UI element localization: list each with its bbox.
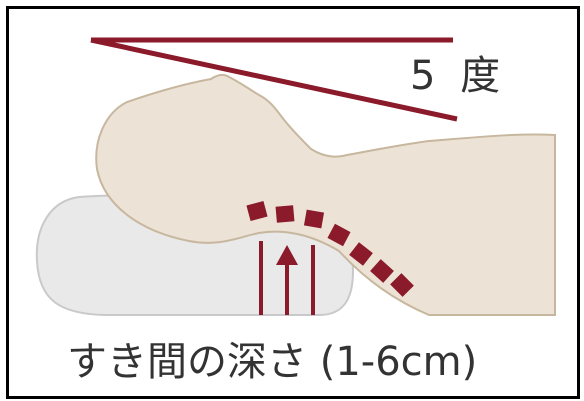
head-body-silhouette bbox=[95, 73, 556, 316]
neck-gap-arrow-icon bbox=[259, 241, 315, 315]
angle-lines-icon bbox=[90, 37, 458, 122]
gap-depth-label: すき間の深さ (1-6cm) bbox=[67, 339, 478, 385]
angle-label: 5 度 bbox=[410, 53, 507, 99]
illustration-frame: 5 度 すき間の深さ (1-6cm) bbox=[6, 6, 580, 399]
neck-curve-dashes bbox=[246, 200, 414, 297]
pillow-neck-illustration bbox=[35, 37, 556, 316]
